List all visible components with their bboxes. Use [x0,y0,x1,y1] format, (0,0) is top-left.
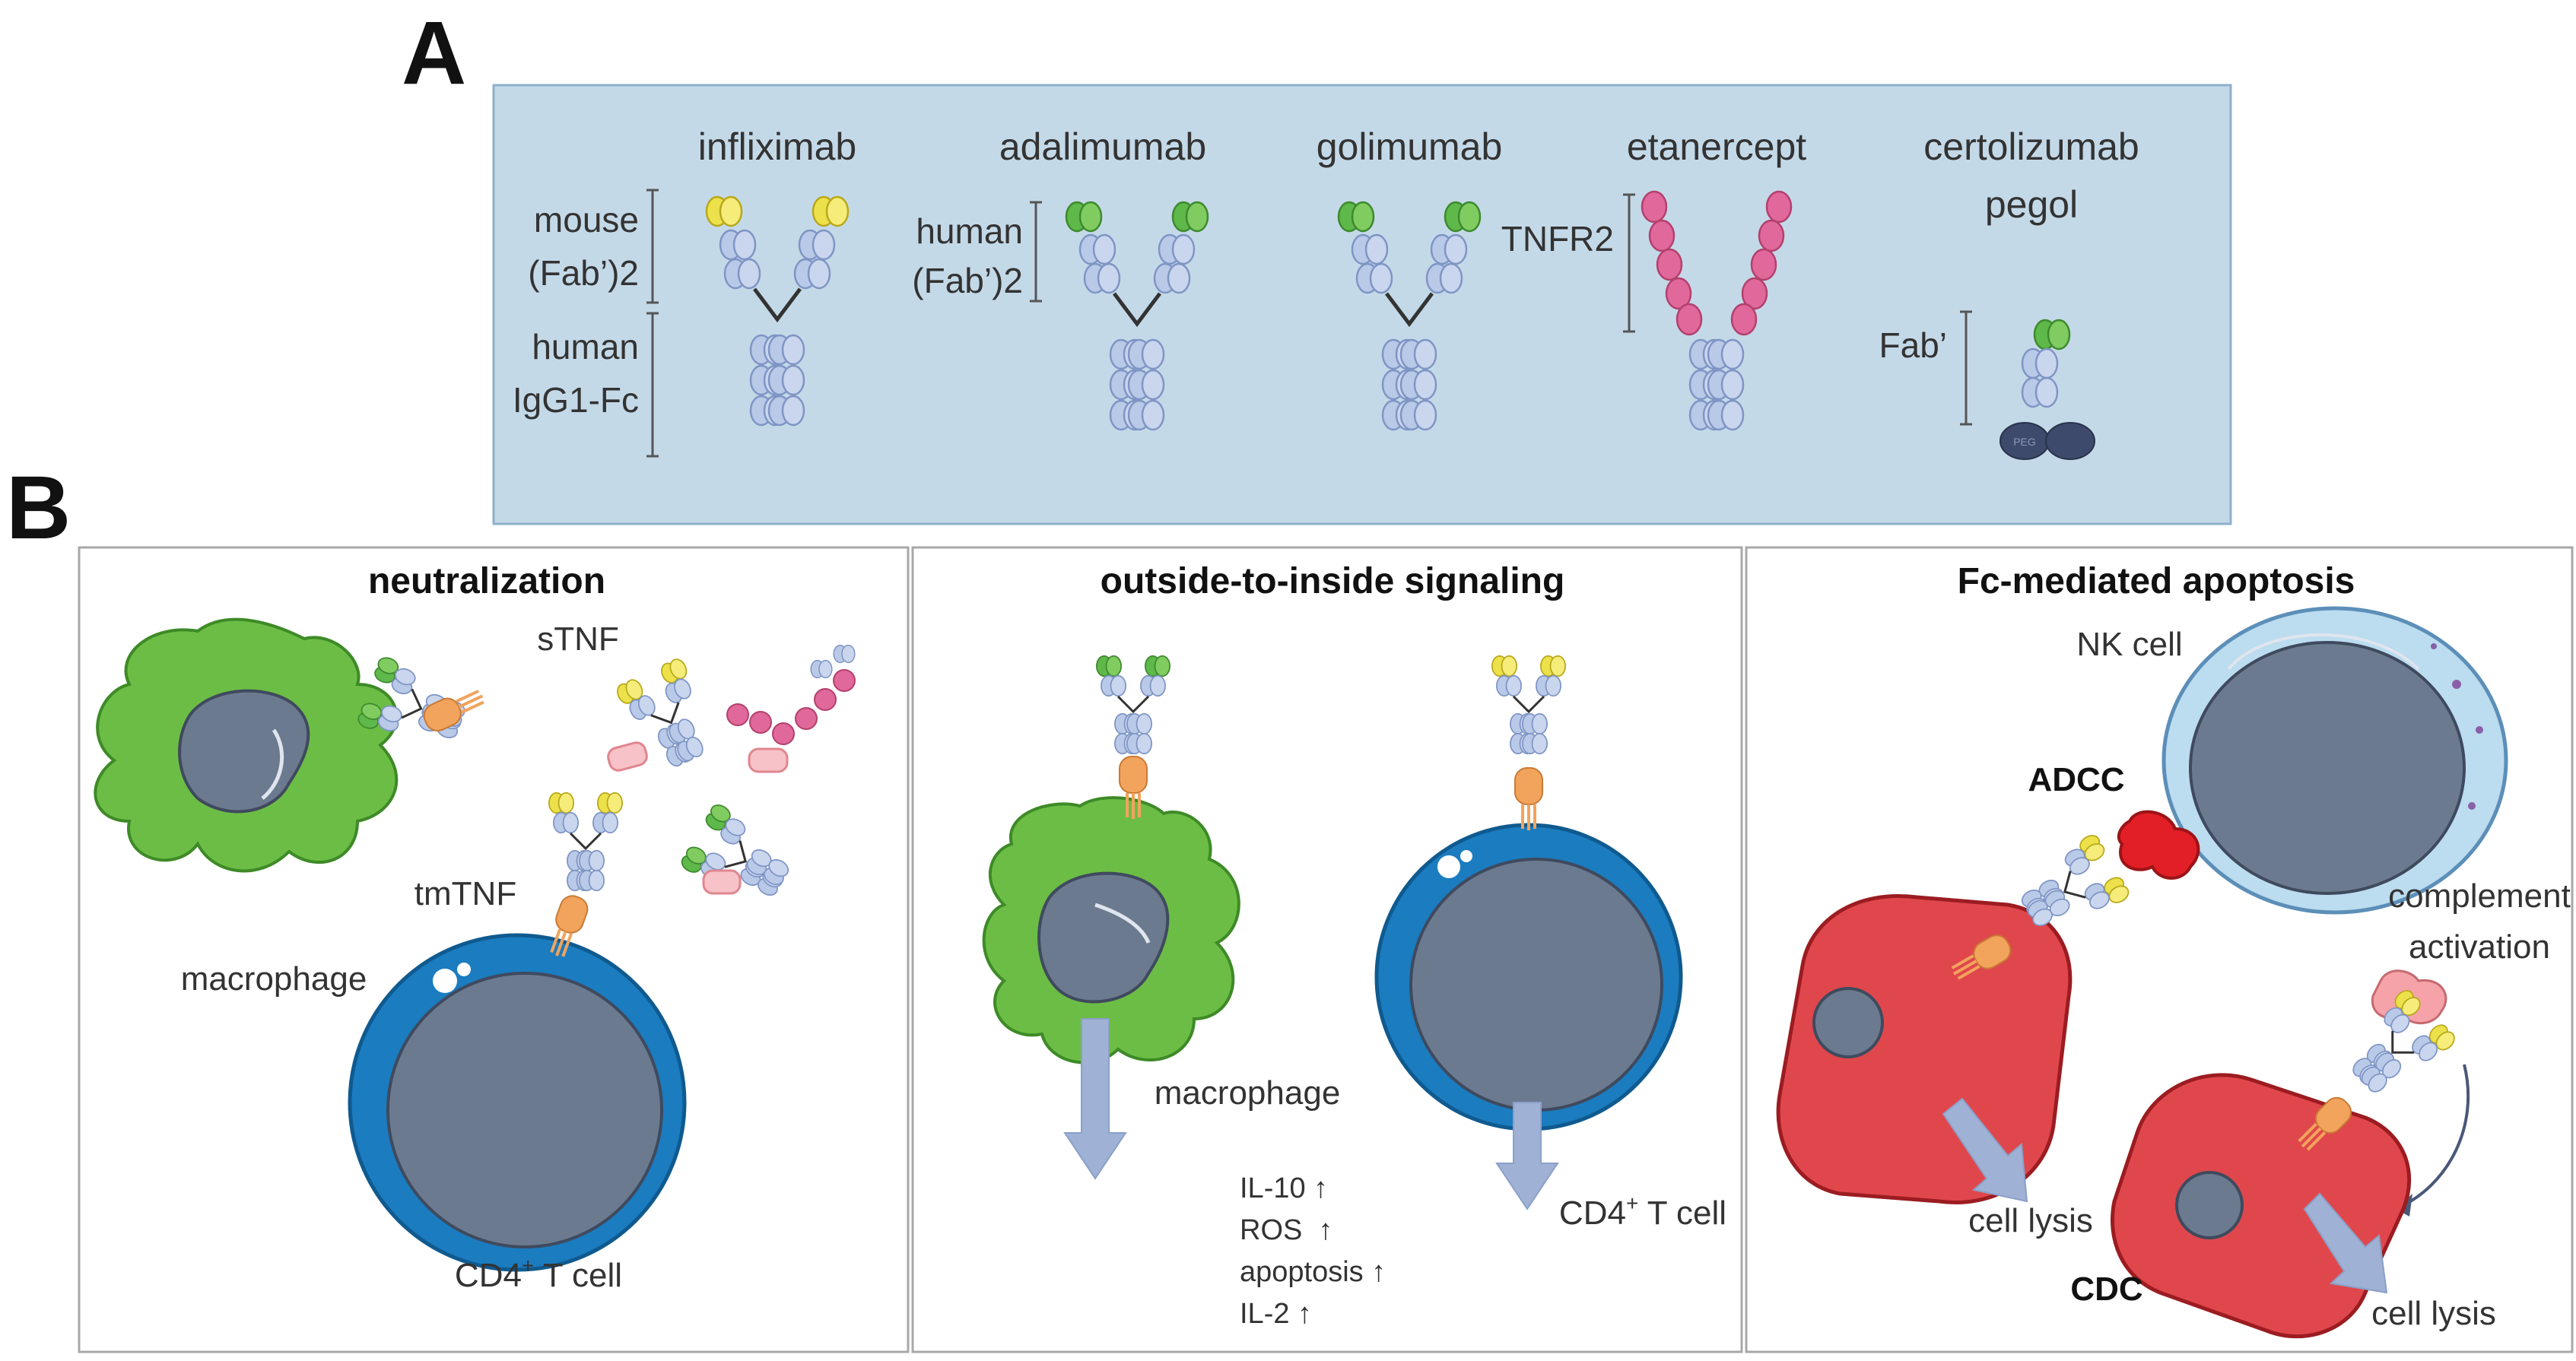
effect-il10: IL-10 ↑ [1240,1172,1328,1204]
complement-arrow-icon [2395,1064,2470,1210]
cdc-label: CDC [2070,1271,2142,1308]
panel-a-box [492,84,2232,525]
stnf-label: sTNF [537,620,619,658]
target-cell-1-icon [1776,894,2073,1204]
macrophage-icon [94,617,399,873]
bracket-mouse-fab [646,189,659,304]
tcell-2-label: CD4+ T cell [1559,1191,1726,1232]
tcell-label-main: CD4 [455,1257,522,1294]
macrophage-2-icon [982,796,1240,1064]
tcell-2-label-sup: + [1626,1191,1638,1215]
adcc-label: ADCC [2028,761,2124,798]
infliximab-antibody-icon [705,195,850,427]
adalimumab-antibody-icon [1065,201,1209,431]
label-human-fc: human [532,327,639,366]
lysis-2-arrow-icon [2303,1192,2388,1294]
tcell-icon [348,933,687,1272]
neutralization-title: neutralization [368,561,605,601]
peg-label: PEG [2013,436,2036,448]
free-tnf-trimer-icon [702,869,742,895]
certolizumab-fab-icon: PEG [1999,319,2095,460]
label-mouse: mouse [534,200,639,240]
tcell-2-label-rest: T cell [1638,1194,1726,1232]
effect-il2: IL-2 ↑ [1240,1298,1312,1330]
nk-cell-icon [2161,606,2508,915]
tcell-label-rest: T cell [534,1257,622,1294]
target-cell-2-icon [2111,1073,2412,1339]
etanercept-stnf-icon [726,644,856,773]
bracket-human-fab [1030,201,1042,303]
drug-certolizumab-line1: certolizumab [1923,125,2139,168]
label-fab2-mouse: (Fab’)2 [528,253,639,293]
golimumab-antibody-icon [1337,201,1482,431]
label-igg1-fc: IgG1-Fc [513,380,639,420]
tcell-2-arrow-icon [1495,1102,1559,1210]
nk-cell-label: NK cell [2076,626,2182,663]
effect-apoptosis: apoptosis ↑ [1240,1256,1386,1288]
drug-infliximab: infliximab [698,125,856,168]
signaling-title: outside-to-inside signaling [1101,561,1565,601]
macrophage-label: macrophage [181,960,367,998]
bracket-human-fc [646,312,659,458]
bracket-fab [1960,310,1972,426]
lysis-2-label: cell lysis [2371,1295,2496,1332]
panel-a-letter: A [402,3,466,103]
tcell-label-sup: + [522,1254,534,1277]
complement-label-line2: activation [2409,928,2550,966]
drug-etanercept: etanercept [1627,125,1806,168]
tcell-label: CD4+ T cell [455,1254,622,1294]
apoptosis-title: Fc-mediated apoptosis [1958,561,2355,601]
effect-ros: ROS ↑ [1240,1214,1332,1246]
macrophage-2-label: macrophage [1155,1074,1341,1112]
lysis-1-label: cell lysis [1968,1202,2093,1239]
complement-label-line1: complement [2388,877,2571,915]
drug-golimumab: golimumab [1317,125,1503,168]
macrophage-2-arrow-icon [1063,1018,1127,1180]
label-human-fab: human [916,211,1023,251]
lysis-1-arrow-icon [1942,1097,2028,1203]
bracket-tnfr2 [1623,193,1635,333]
drug-adalimumab: adalimumab [999,125,1206,168]
panel-b-letter: B [6,458,71,558]
label-fab2-human: (Fab’)2 [912,261,1023,300]
fc-receptor-icon [2117,810,2200,880]
label-tnfr2: TNFR2 [1501,219,1614,259]
label-fab: Fab’ [1879,325,1947,365]
tcell-2-icon [1374,823,1683,1131]
drug-certolizumab-line2: pegol [1985,183,2078,226]
stnf-trimer-icon [607,741,648,772]
tmtnf-label: tmTNF [415,875,516,912]
tcell-2-label-main: CD4 [1559,1194,1626,1232]
